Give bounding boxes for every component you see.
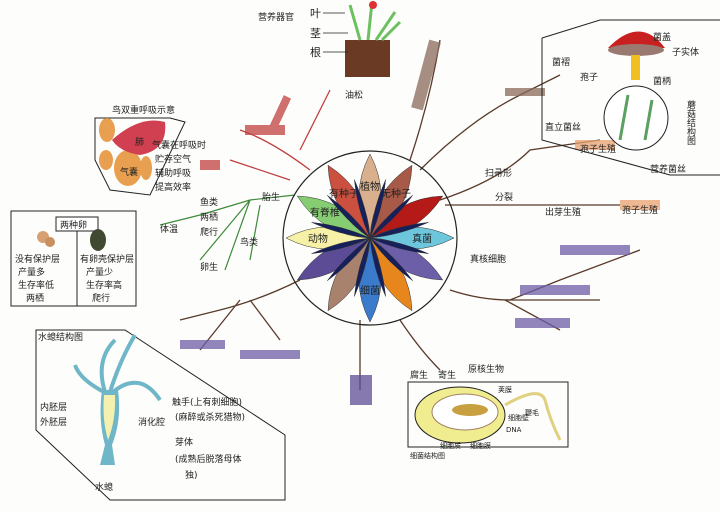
hydra-label: 触手(上有刺细胞) (172, 396, 242, 408)
branch-label: 分裂 (495, 192, 513, 203)
egg-text: 生存率高 (86, 279, 122, 291)
lungs-note: 辅助呼吸 (155, 167, 191, 179)
wheel-petal-label: 有脊椎 (310, 206, 340, 219)
mushroom-stalk-label: 菌柄 (653, 75, 671, 87)
branch-label: 扫帚形 (485, 167, 512, 179)
branch-label: 鸟类 (240, 236, 258, 248)
branch-label: 卵生 (200, 261, 218, 273)
hydra-name: 水螅 (95, 481, 113, 493)
plant-part-stem: 茎 (310, 27, 321, 40)
wheel-petal-label: 植物 (360, 180, 380, 193)
wheel-star-ray (369, 237, 386, 297)
plant-illustration (323, 1, 402, 77)
hydra-label: (成熟后脱落母体 (175, 453, 242, 465)
wheel-petal-label: 细菌 (360, 284, 380, 297)
lung-label: 肺 (135, 137, 144, 148)
wheel-star-ray (327, 237, 371, 281)
air-sac-label: 气囊 (120, 166, 138, 178)
branch-label: 两栖 (200, 211, 218, 223)
hydra-label: 独) (185, 469, 198, 481)
branch-lines (179, 39, 641, 390)
bacteria-cytoplasm-label: 细胞质 (440, 441, 461, 450)
branch-label-pine: 油松 (345, 89, 363, 101)
wheel-petal-label: 真菌 (412, 232, 432, 245)
egg-text: 产量多 (18, 266, 45, 278)
bacteria-diagram (407, 381, 569, 448)
bacteria-wall-label: 细胞壁 (508, 413, 529, 422)
wheel-star-ray (369, 179, 386, 239)
branch-label: 鱼类 (200, 196, 218, 208)
wheel-star-ray (327, 195, 371, 239)
bacteria-label: 原核生物 (468, 363, 504, 375)
wheel-star-ray (354, 237, 371, 297)
branch-labels-sketch (180, 39, 660, 405)
branch-label: 体温 (160, 223, 178, 235)
bacteria-membrane-label: 细胞膜 (470, 441, 491, 450)
hydra-title: 水螅结构图 (38, 331, 83, 343)
lungs-note: 气囊在呼吸时 (152, 139, 206, 151)
mushroom-cap-label: 菌盖 (653, 31, 671, 43)
egg-text: 产量少 (86, 266, 113, 278)
branch-label: 孢子生殖 (580, 143, 616, 155)
egg-text: 有卵壳保护层 (80, 253, 134, 265)
eggs-title: 两种卵 (60, 219, 87, 231)
bacteria-title: 细菌结构图 (410, 451, 445, 460)
bird-respiration-diagram (94, 117, 186, 196)
hydra-label: 内胚层 (40, 401, 67, 413)
wheel-star-ray (369, 237, 413, 281)
hydra-diagram (35, 329, 286, 501)
hydra-label: 外胚层 (40, 416, 67, 428)
egg-text: 没有保护层 (15, 253, 60, 265)
lungs-note: 贮存空气 (155, 153, 191, 165)
wheel-star-ray (354, 179, 371, 239)
wheel-star-ray (369, 237, 429, 254)
wheel-petal-label: 有种子 (329, 187, 359, 200)
wheel-star-ray (369, 195, 413, 239)
egg-text: 生存率低 (18, 279, 54, 291)
mushroom-diagram (541, 19, 720, 176)
bacteria-flagellum-label: 鞭毛 (525, 408, 539, 417)
branch-label: 爬行 (200, 226, 218, 238)
branch-label: 出芽生殖 (545, 206, 581, 218)
branch-label: 孢子生殖 (622, 204, 658, 216)
wheel-star-ray (369, 222, 429, 239)
hydra-label: 芽体 (175, 436, 193, 448)
lungs-note: 提高效率 (155, 181, 191, 193)
branch-label-eukaryote: 真核细胞 (470, 253, 506, 265)
mushroom-vegetative-hyphae-label: 营养菌丝 (650, 163, 686, 175)
bacteria-label: 腐生 (410, 369, 428, 381)
bacteria-capsule-label: 荚膜 (498, 385, 512, 394)
wheel-star-ray (311, 222, 371, 239)
mushroom-aerial-hyphae-label: 直立菌丝 (545, 121, 581, 133)
wheel-star-ray (311, 237, 371, 254)
mushroom-gills-label: 菌褶 (552, 56, 570, 68)
plant-part-root: 根 (310, 45, 321, 59)
hydra-label: 消化腔 (138, 416, 165, 428)
lungs-title: 鸟双重呼吸示意 (112, 104, 175, 116)
bacteria-label: 寄生 (438, 369, 456, 381)
two-eggs-box (10, 210, 137, 307)
mushroom-side-note: 蘑菇结构图 (685, 99, 696, 146)
plant-part-leaf: 叶 (310, 7, 321, 20)
mushroom-spores-label: 孢子 (580, 71, 598, 83)
wheel-petal-label: 无种子 (381, 187, 411, 200)
egg-text: 两栖 (26, 292, 44, 304)
branch-label: 胎生 (262, 191, 280, 203)
wheel-petal-label: 动物 (308, 232, 328, 245)
egg-text: 爬行 (92, 292, 110, 304)
hydra-label: (麻醉或杀死猎物) (175, 411, 245, 423)
plant-bracket-label: 营养器官 (258, 11, 294, 23)
bacteria-dna-label: DNA (506, 426, 522, 434)
mushroom-fruiting-body-label: 子实体 (672, 46, 699, 58)
green-branches (159, 194, 296, 271)
